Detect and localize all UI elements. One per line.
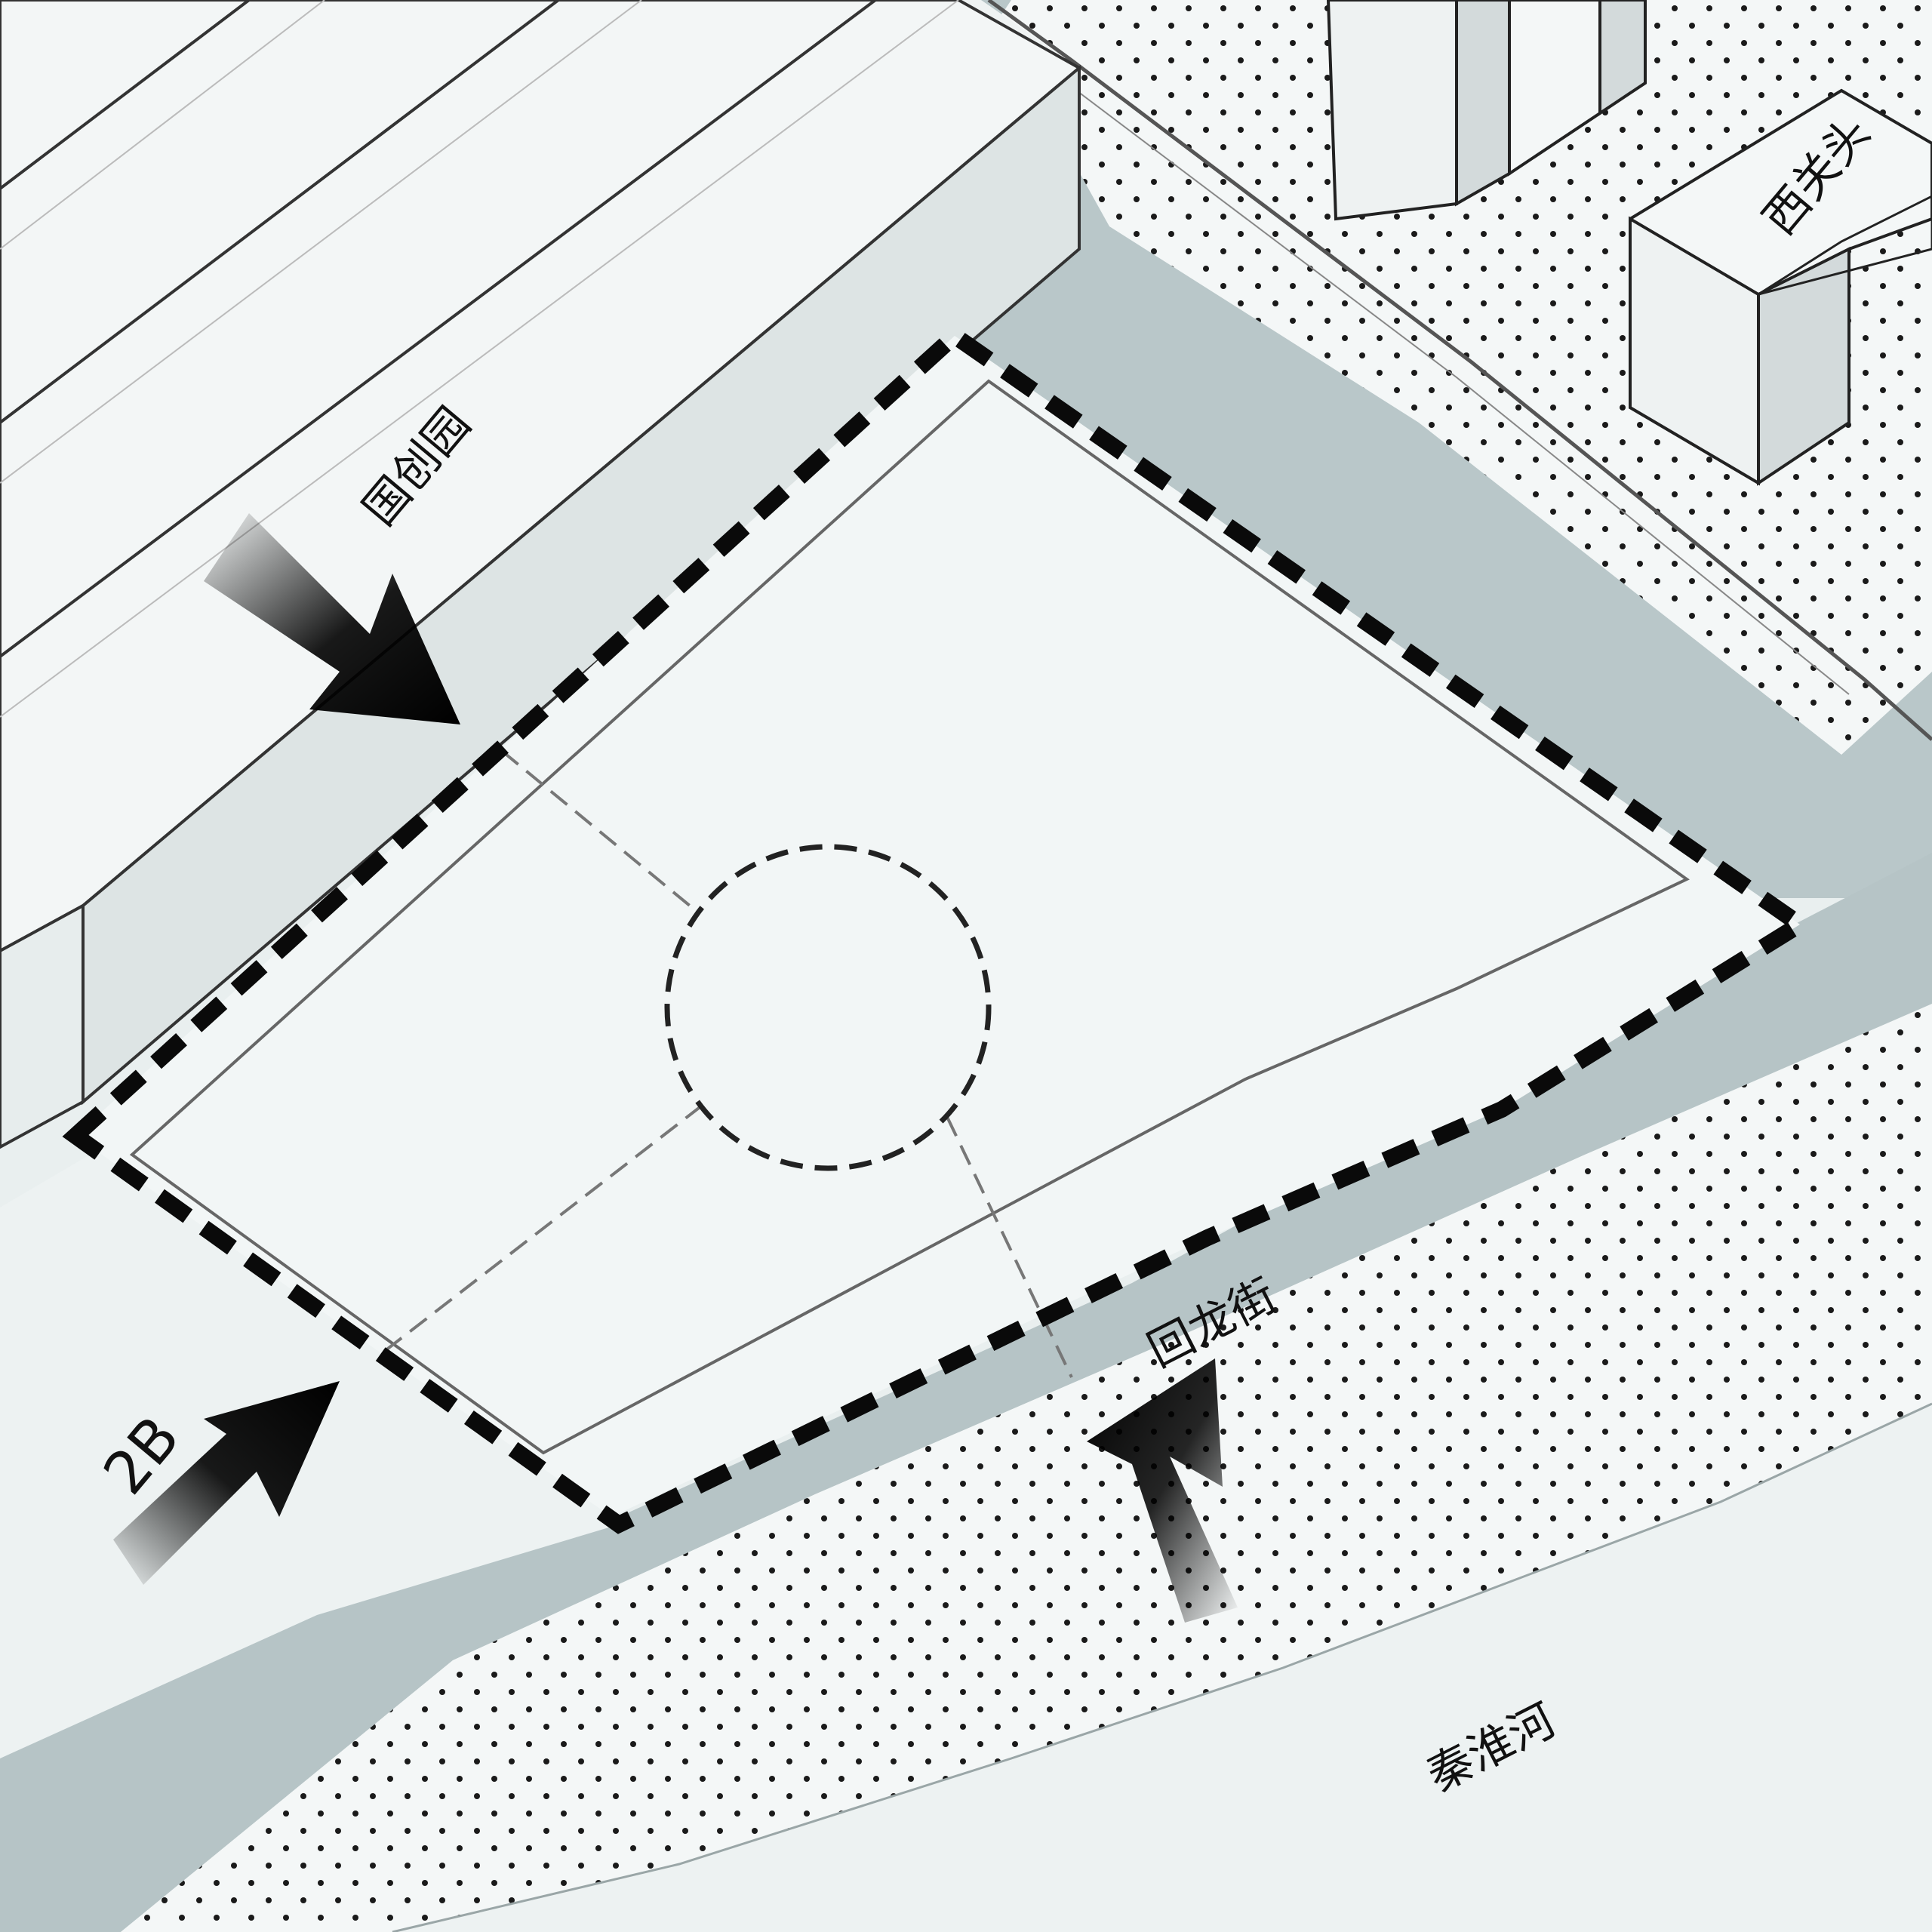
arrow-northwest-icon bbox=[204, 513, 460, 724]
site-boundary bbox=[62, 325, 1816, 1534]
block-northeast-edge bbox=[987, 0, 1932, 741]
site-inner-outline bbox=[129, 379, 1690, 1455]
riverbank-edge bbox=[392, 1402, 1932, 1932]
arrow-southwest-icon bbox=[113, 1381, 340, 1585]
focus-circle bbox=[664, 844, 992, 1171]
building-guochuangyuan bbox=[0, 0, 1082, 1149]
buildings-northeast bbox=[1326, 0, 1932, 486]
guide-lines bbox=[383, 749, 1073, 1378]
river-qinhuaihe bbox=[121, 1004, 1932, 1932]
riverbank-south bbox=[392, 1404, 1932, 1932]
arrow-south-icon bbox=[1087, 1358, 1238, 1623]
